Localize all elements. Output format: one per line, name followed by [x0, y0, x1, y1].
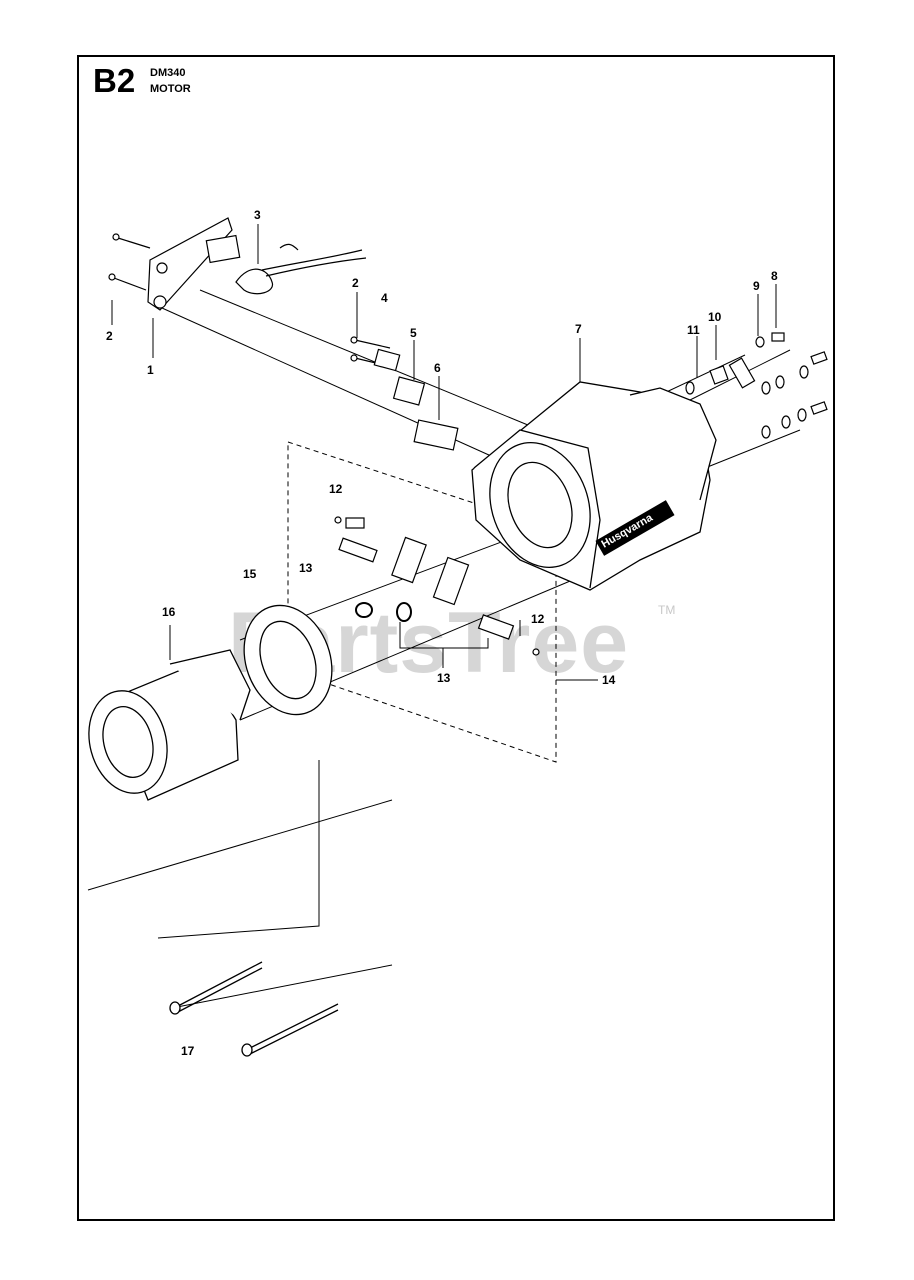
model-number: DM340 [150, 67, 186, 79]
leader-13b [399, 622, 489, 649]
callout-2-left: 2 [106, 329, 113, 343]
part-brush-holder [373, 348, 459, 451]
drawing-frame [77, 55, 835, 1221]
callout-5: 5 [410, 326, 417, 340]
bolt-guide-line-a [157, 760, 320, 939]
callout-7: 7 [575, 322, 582, 336]
callout-14: 14 [602, 673, 616, 687]
part-small-hardware [685, 332, 828, 439]
callout-labels: 1 2 2 3 4 5 6 7 8 9 10 11 12 12 13 13 14… [106, 208, 778, 1058]
callout-9: 9 [753, 279, 760, 293]
callout-4: 4 [381, 291, 388, 305]
callout-6: 6 [434, 361, 441, 375]
part-cover-plate [147, 217, 241, 311]
axis-line-switch [199, 289, 541, 431]
section-title: MOTOR [150, 83, 191, 95]
brush-assembly-box [287, 441, 557, 763]
axis-line-screws-lower [699, 429, 801, 471]
part-stator [88, 649, 251, 801]
callout-1: 1 [147, 363, 154, 377]
callout-12-upper: 12 [329, 482, 343, 496]
callout-2-right: 2 [352, 276, 359, 290]
part-carbon-brushes [334, 516, 540, 656]
part-brush-plate [243, 604, 333, 716]
part-through-bolts [169, 961, 339, 1057]
section-code: B2 [93, 62, 136, 99]
callout-11: 11 [687, 323, 700, 337]
bolt-guide-line-b [87, 799, 393, 891]
part-motor-housing: Husqvarna [471, 381, 717, 591]
part-cable-clip [235, 243, 367, 295]
callout-3: 3 [254, 208, 261, 222]
callout-12-lower: 12 [531, 612, 545, 626]
watermark-trademark: TM [658, 603, 675, 617]
axis-line-bushing [659, 354, 746, 396]
callout-8: 8 [771, 269, 778, 283]
callout-17: 17 [181, 1044, 195, 1058]
callout-13-upper: 13 [299, 561, 313, 575]
callout-16: 16 [162, 605, 176, 619]
callout-13-lower: 13 [437, 671, 451, 685]
callout-10: 10 [708, 310, 722, 324]
bolt-guide-line-c [171, 964, 393, 1009]
callout-15: 15 [243, 567, 257, 581]
part-screws [108, 233, 391, 367]
